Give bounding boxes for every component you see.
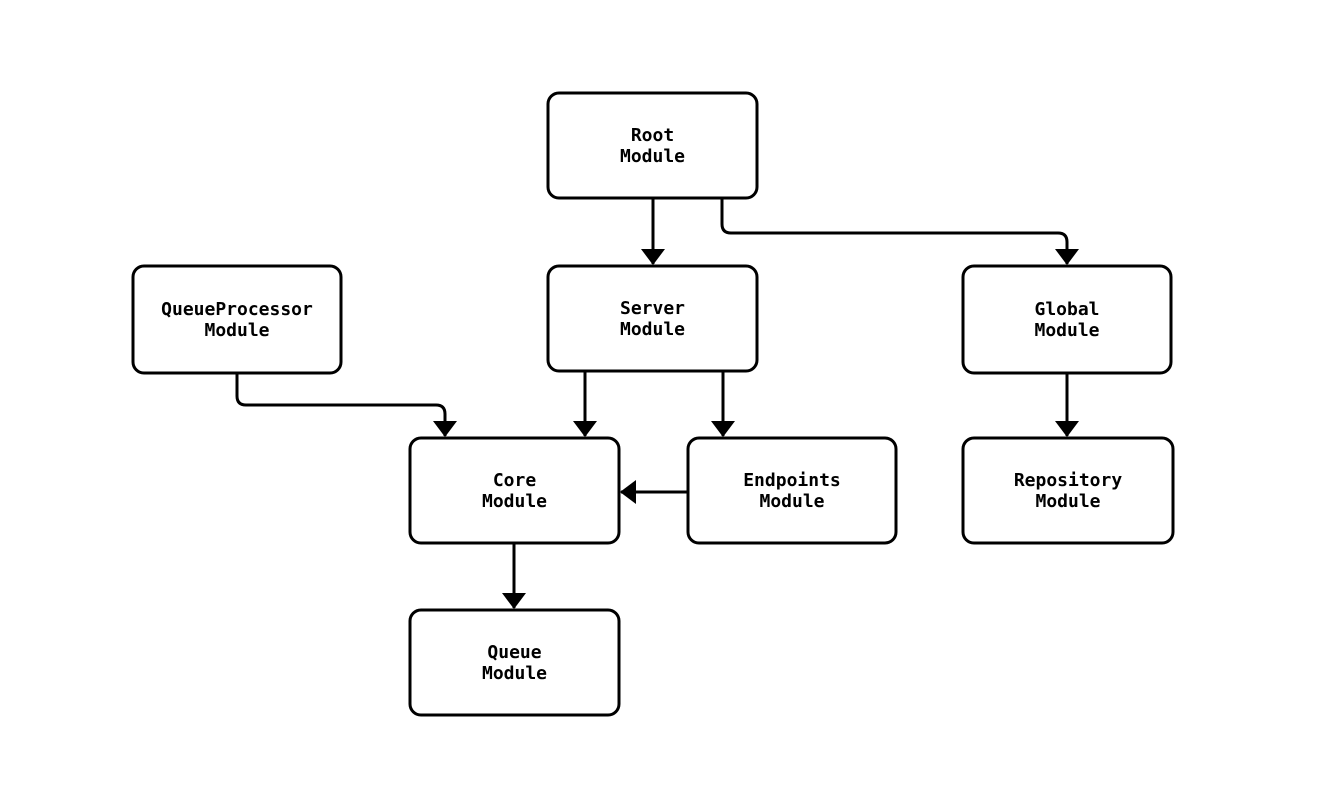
node-box-global [961, 264, 1173, 375]
node-box-queue [408, 608, 621, 717]
node-box-queueprocessor [131, 264, 343, 375]
node-box-core [408, 436, 621, 545]
node-box-root [546, 91, 759, 200]
node-box-server [546, 264, 759, 373]
node-box-repository [961, 436, 1175, 545]
edge-root-to-global [720, 198, 1079, 265]
edge-queueprocessor-to-core [235, 373, 457, 437]
edges-layer [235, 198, 1079, 609]
node-box-endpoints [686, 436, 898, 545]
